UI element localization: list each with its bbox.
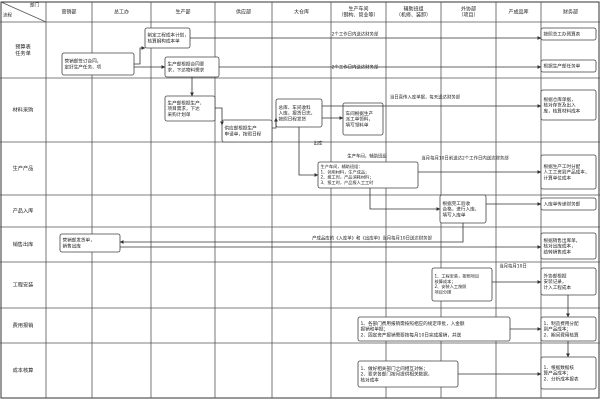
process-box-text: 根据仓库单据，核对存货及出入库，核算材料成本: [544, 96, 581, 115]
process-box-text: 根据完工验收合格，进行入库，填写入库单: [443, 200, 480, 219]
row-header: 预算表任务单: [15, 42, 31, 57]
row-header: 销售出库: [13, 240, 34, 248]
process-box-text: 总库、车间收料入库，报货日志，按照日程发货: [279, 104, 316, 123]
process-box-b4: 按照总工办预算表: [540, 27, 597, 41]
column-header: 大仓库: [294, 9, 309, 16]
connector-note-n3: 当日直传入库单据，每天送达财务部: [390, 93, 461, 100]
process-box-b17: 1、工程安装，按照项目核算成本；2、安装人工按照项目分摊: [431, 267, 493, 302]
process-box-text: 根据销售出库单，核对出库成本，结转销售成本: [544, 237, 581, 256]
column-header: 生产部: [175, 9, 190, 16]
process-box-text: 按照总工办预算表: [544, 31, 581, 38]
process-box-b8: 总库、车间收料入库，报货日志，按照日程发货: [275, 98, 323, 128]
row-header: 生产产品: [13, 164, 34, 172]
process-box-b6: 生产部根据生产、项目需求，下达采购计划单: [164, 95, 216, 122]
flow-arrow-b13-b15: [119, 223, 464, 244]
corner-diagonal: [0, 1, 47, 23]
row-header: 成本核算: [13, 366, 34, 374]
connector-note-n4: 生产车间，辅助班组: [347, 152, 387, 159]
flow-arrow-b8-b11: [298, 127, 319, 177]
process-box-text: 根据生产工时分配人工工资到产品成本，计算单位成本: [544, 163, 590, 182]
process-box-frame: [431, 267, 493, 302]
process-box-b1: 营销部签订合同，定好生产任务、项: [61, 52, 135, 76]
process-box-b19: 1、各部门费用报销需按照相应的规定审批，入金额报销和单据；2、固定资产报销需要按…: [357, 316, 511, 342]
row-header: 产品入库: [13, 207, 34, 215]
process-box-b21: 1、做好相关部门之间相互对帐；2、要求各部门按月提供相关数据，核对成本: [357, 360, 459, 388]
process-box-b22: 1、根据数据核算产品成本；2、分析成本报表: [540, 356, 597, 390]
process-box-text: 生产车间，辅助班组：1、领用材料，生产成品；2、报工时，产品消耗材料；3、报工时…: [321, 163, 375, 186]
row-header: 费用报销: [13, 321, 34, 329]
process-box-text: 入库单传递财务部: [544, 201, 581, 208]
process-box-b10: 车间根据生产派工单领料，填写领料单: [342, 102, 384, 136]
flow-arrow-b6-b7: [215, 107, 224, 126]
row-header: 材料采购: [13, 106, 34, 114]
process-box-b2: 制定工程成本计划，核算钢构成本单: [144, 27, 191, 49]
process-box-text: 车间根据生产派工单领料，填写领料单: [346, 110, 374, 129]
process-box-text: 制定工程成本计划，核算钢构成本单: [148, 32, 189, 45]
connector-note-n8: 出库: [314, 139, 323, 146]
process-box-b7: 供应部根据生产申请单，按照日程: [221, 119, 273, 143]
process-box-text: 1、制造费用分配到产品成本；2、期间费用核算: [544, 320, 579, 339]
flow-arrow-b1-b2: [134, 46, 146, 65]
process-box-b20: 1、制造费用分配到产品成本；2、期间费用核算: [540, 316, 597, 342]
process-box-text: 1、做好相关部门之间相互对帐；2、要求各部门按月提供相关数据，核对成本: [361, 365, 433, 384]
process-box-frame: [221, 119, 273, 143]
process-box-b3: 生产部根据合同要求，下达物料需求: [164, 56, 220, 78]
connector-note-n7: 当月每月10日: [499, 262, 527, 269]
process-box-text: 生产部根据合同要求，下达物料需求: [168, 61, 205, 74]
process-box-text: 营销部签订合同，定好生产任务、项: [65, 58, 102, 71]
column-header: 辅助班组（机修、装卸）: [396, 5, 431, 18]
connector-note-n5: 当月每月10日前送达2个工作日内送达财务部: [421, 154, 509, 161]
column-header: 外协部（项目）: [458, 5, 478, 18]
process-box-b14: 入库单传递财务部: [540, 197, 597, 211]
process-box-text: 1、各部门费用报销需按照相应的规定审批，入金额报销和单据；2、固定资产报销需要按…: [361, 320, 465, 339]
process-box-text: 根据生产部任务单: [544, 63, 581, 70]
connector-note-n6: 产成品库的《入库单》和《出库单》当月每月10日送达财务部: [312, 234, 432, 241]
process-box-b5: 根据生产部任务单: [540, 59, 597, 73]
process-box-frame: [540, 27, 597, 41]
flow-arrow-b7-b8: [272, 117, 278, 129]
flow-arrow-b11-b13: [369, 188, 441, 211]
column-header: 生产车间（钢构、管业等）: [338, 5, 378, 18]
process-box-b12: 根据生产工时分配人工工资到产品成本，计算单位成本: [540, 154, 597, 190]
process-box-b16: 根据销售出库单，核对出库成本，结转销售成本: [540, 232, 597, 260]
process-box-text: 生产部根据生产、项目需求，下达采购计划单: [168, 99, 205, 118]
process-box-b9: 根据仓库单据，核对存货及出入库，核算材料成本: [540, 89, 597, 121]
process-box-text: 1、根据数据核算产品成本；2、分析成本报表: [544, 364, 579, 383]
process-box-b11: 生产车间，辅助班组：1、领用材料，生产成品；2、报工时，产品消耗材料；3、报工时…: [317, 161, 419, 189]
column-header: 供应部: [236, 9, 251, 16]
column-header: 营销部: [61, 9, 76, 16]
column-header: 财务部: [563, 9, 578, 16]
corner-label-process: 流程: [3, 11, 12, 18]
process-box-b15: 营销部发货单，销售出库: [59, 233, 121, 253]
column-header: 产成品库: [508, 9, 528, 16]
process-box-text: 1、工程安装，按照项目核算成本；2、安装人工按照项目分摊: [435, 273, 480, 296]
process-box-text: 营销部发货单，销售出库: [63, 237, 95, 250]
process-box-b13: 根据完工验收合格，进行入库，填写入库单: [439, 194, 487, 224]
connector-note-n1: 2个工作日内送达财务部: [332, 30, 379, 37]
column-header: 总工办: [114, 9, 129, 16]
process-box-b18: 外协部根据安装记录，计入工程成本: [540, 267, 597, 296]
process-box-text: 供应部根据生产申请单，按照日程: [225, 125, 262, 138]
corner-label-department: 部门: [30, 1, 39, 8]
row-header: 工程安装: [13, 281, 34, 289]
process-box-text: 外协部根据安装记录，计入工程成本: [544, 272, 572, 291]
